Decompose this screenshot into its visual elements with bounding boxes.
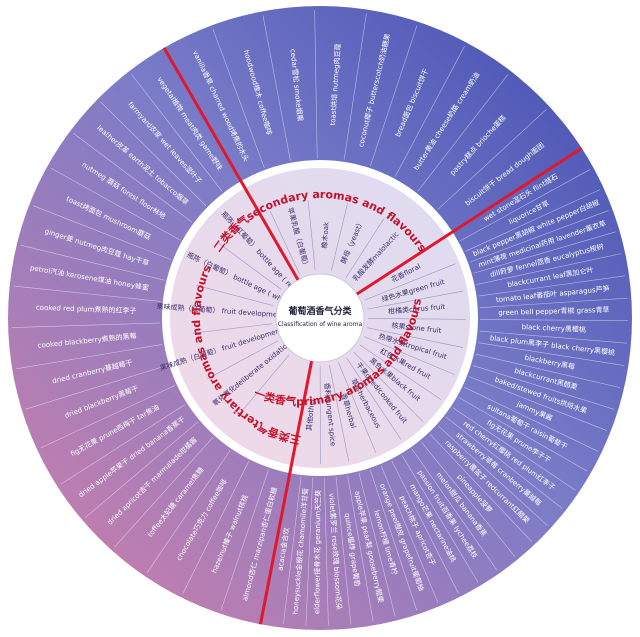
primary-outer-label-divider [445,416,563,509]
primary-outer-label-divider [460,169,591,242]
tertiary-outer-label-divider [40,385,176,449]
primary-inner-label-divider [359,344,442,400]
primary-inner-label-divider [367,318,466,320]
tertiary-outer-label-divider [182,461,250,594]
secondary-outer-label-divider [394,45,465,177]
tertiary-outer-label-divider [12,322,161,328]
category-divider-1 [356,146,583,296]
center-title: 葡萄酒香气分类 [287,305,352,317]
center-circle [275,273,365,363]
tertiary-outer-label-divider [73,133,193,223]
tertiary-outer-label-divider [20,244,165,281]
primary-outer-label-divider [429,433,532,542]
primary-outer-label-divider [476,253,622,285]
primary-outer-label-divider [478,342,625,366]
category-divider-0 [162,47,300,281]
secondary-outer-label-divider [262,15,291,161]
tertiary-outer-label-divider [114,436,214,548]
primary-inner-label-11: 其他other [304,398,316,431]
primary-outer-label-divider [479,319,628,321]
secondary-outer-label-divider [212,29,265,169]
tertiary-outer-label-divider [100,101,207,206]
secondary-inner-label-divider [307,200,316,271]
category-dividers [162,47,583,625]
secondary-outer-label-divider [370,25,418,167]
secondary-inner-label-divider [330,203,348,272]
primary-outer-label-divider [324,477,329,626]
tertiary-outer-label-divider [50,167,181,241]
primary-outer-label-divider [283,476,302,624]
secondary-outer-label-divider [314,10,318,159]
tertiary-outer-label-10: cooked red plum煮熟的红李子 [36,303,137,316]
secondary-inner-label-divider [269,210,300,275]
primary-inner-label-divider [364,336,455,375]
secondary-outer-label-divider [437,109,547,210]
secondary-inner-label-divider [345,218,385,278]
primary-outer-label-divider [358,473,396,617]
primary-outer-label-divider [468,376,607,431]
primary-outer-label-divider [421,441,516,557]
primary-inner-label-divider [353,351,424,422]
primary-inner-label-divider [338,362,377,454]
primary-outer-label-divider [335,477,352,625]
primary-outer-label-divider [437,425,548,526]
primary-outer-label-divider [305,477,313,626]
tertiary-inner-label-divider [216,241,282,290]
tertiary-outer-label-divider [146,450,231,574]
tertiary-outer-label-divider [220,469,269,610]
primary-inner-label-divider [366,327,464,348]
primary-inner-label-divider [364,263,456,301]
inner-dividers [192,200,466,465]
primary-inner-label-divider [329,365,349,462]
primary-outer-label-divider [479,330,627,344]
primary-outer-label-divider [391,460,459,594]
primary-outer-label-divider [458,397,588,472]
primary-inner-label-divider [346,357,402,440]
primary-outer-label-divider [347,475,374,622]
primary-outer-label-divider [411,448,498,571]
primary-outer-label-divider [465,189,601,252]
primary-outer-label-divider [401,455,479,583]
primary-outer-label-divider [380,465,439,603]
primary-outer-label-7: green bell pepper青椒 grass青草 [498,305,609,317]
tertiary-inner-label-divider [207,340,278,380]
tertiary-inner-label-divider [237,354,290,417]
tertiary-outer-label-divider [13,285,161,302]
primary-outer-label-divider [478,275,626,297]
tertiary-inner-label-divider [196,285,274,307]
tertiary-outer-label-divider [25,365,168,410]
tertiary-outer-label-divider [33,205,172,260]
primary-outer-label-divider [369,469,418,611]
tertiary-inner-label-divider [192,323,273,334]
primary-outer-label-divider [472,365,615,410]
primary-outer-label-divider [469,210,609,263]
tertiary-outer-label-divider [16,344,163,370]
tertiary-outer-label-divider [131,74,223,192]
primary-outer-label-divider [479,297,628,309]
primary-inner-label-divider [367,290,464,310]
category-divider-2 [258,360,314,625]
primary-outer-label-divider [473,231,616,274]
center-subtitle: Classification of wine aroma [278,321,363,328]
primary-outer-label-divider [452,407,576,491]
tertiary-outer-label-divider [60,404,186,485]
primary-outer-label-divider [475,353,621,388]
primary-outer-label-8: black cherry黑樱桃 [522,322,587,334]
secondary-outer-label-divider [343,13,367,160]
primary-outer-label-29: elderflower接骨木花 geranium天竺葵 [312,490,322,614]
secondary-outer-label-divider [417,74,509,192]
primary-outer-label-divider [464,386,598,452]
tertiary-outer-label-divider [85,421,199,518]
secondary-inner-label-1: 橡木oak [320,221,331,249]
